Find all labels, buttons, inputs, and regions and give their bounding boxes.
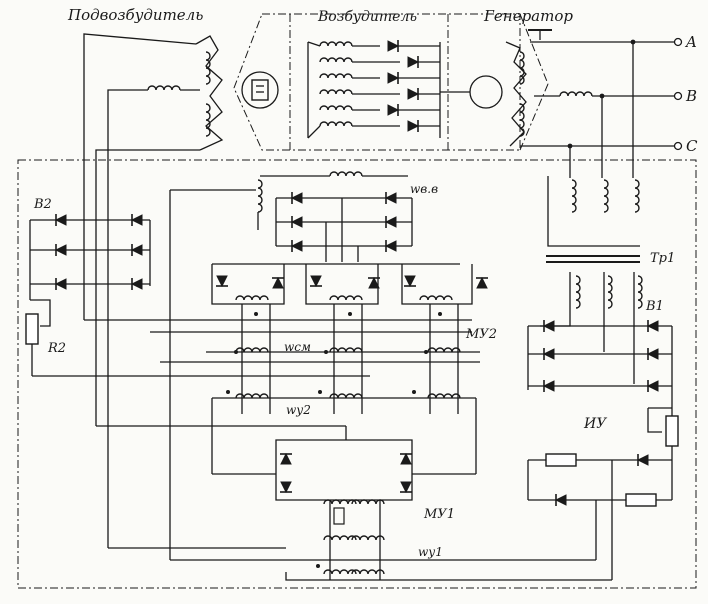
exciter-label: Возбудитель — [317, 9, 417, 25]
wy2-label: wу2 — [286, 403, 311, 417]
v1-label: В1 — [645, 299, 664, 314]
v2-label: В2 — [33, 197, 52, 212]
generator-label: Генератор — [483, 7, 573, 25]
control-cabinet-frame — [17, 159, 697, 589]
pilot-rotor — [241, 71, 279, 109]
transformer-tr1 — [540, 42, 643, 384]
text-labels: Подвозбудитель Возбудитель Генератор A B… — [33, 6, 698, 559]
pilot-exciter-label: Подвозбудитель — [67, 6, 203, 24]
mu2-label: МУ2 — [465, 327, 497, 342]
field-winding-wvv — [169, 171, 408, 560]
phase-b-label: B — [685, 87, 697, 105]
rectifier-v2 — [29, 213, 151, 300]
r2-label: R2 — [47, 341, 66, 356]
rheostat-r2 — [25, 299, 370, 377]
rectifier-v1 — [527, 319, 673, 470]
control-winding-wy2 — [96, 390, 476, 474]
generator-rotor — [440, 75, 503, 109]
magnetic-amplifier-mu2 — [84, 263, 489, 414]
measuring-unit — [527, 407, 679, 580]
phase-terminals — [673, 37, 683, 151]
magnetic-amplifier-mu1 — [107, 398, 612, 581]
wvv-label: wв.в — [410, 182, 438, 196]
generator-stator — [505, 29, 674, 149]
machine-frame — [233, 13, 549, 151]
tr1-label: Тр1 — [650, 251, 675, 266]
wsm-label: wсм — [284, 340, 311, 354]
iu-label: ИУ — [583, 416, 607, 432]
pilot-exciter-feeders — [83, 33, 200, 500]
phase-c-label: C — [686, 137, 698, 155]
mu1-label: МУ1 — [423, 507, 455, 522]
exciter-rotating-rectifier — [307, 39, 441, 139]
wy1-label: wу1 — [418, 545, 443, 559]
phase-a-label: A — [684, 33, 697, 51]
bridge-rectifier-top — [275, 191, 413, 262]
pilot-exciter — [130, 35, 224, 151]
